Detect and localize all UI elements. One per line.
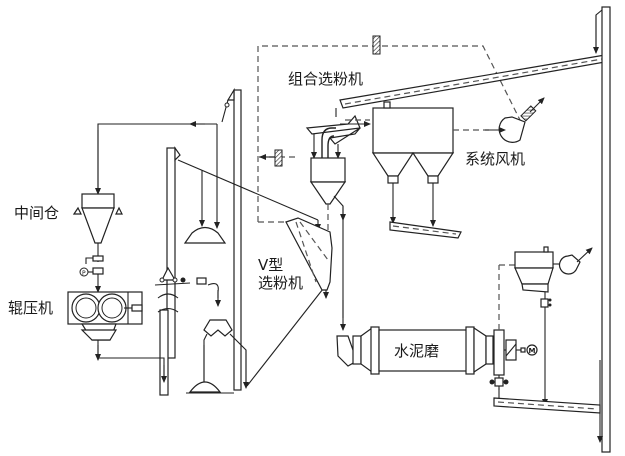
feeder-device[interactable] — [154, 266, 221, 307]
label-v-separator-line1: V型 — [258, 256, 283, 274]
label-intermediate-bin: 中间仓 — [14, 204, 59, 222]
label-v-separator-line2: 选粉机 — [258, 274, 303, 292]
roller-press[interactable] — [67, 291, 167, 383]
air-damper-top[interactable] — [372, 35, 381, 55]
bucket-elevator-left[interactable] — [95, 87, 242, 391]
bucket-elevator-middle[interactable] — [157, 146, 321, 396]
motor-icon — [526, 344, 538, 356]
air-slide-conveyor-bottom — [493, 397, 601, 414]
label-combined-separator: 组合选粉机 — [288, 70, 363, 88]
svg-text:M: M — [529, 347, 536, 355]
label-roller-press: 辊压机 — [8, 299, 53, 317]
combined-separator[interactable] — [305, 108, 361, 331]
svg-text:P: P — [82, 270, 86, 277]
intermediate-bin[interactable]: P — [72, 193, 123, 293]
splitter-chute[interactable] — [186, 279, 331, 394]
mill-dust-collector[interactable] — [498, 246, 554, 406]
label-system-fan: 系统风机 — [465, 150, 525, 168]
air-damper-left[interactable] — [274, 149, 283, 167]
gas-duct-loop — [257, 35, 521, 223]
v-separator[interactable] — [285, 217, 333, 299]
air-slide-conveyor-top — [339, 54, 606, 109]
cement-mill[interactable]: M — [336, 326, 538, 398]
bucket-elevator-right[interactable] — [593, 6, 611, 453]
system-fan[interactable] — [485, 97, 545, 143]
mill-fan[interactable] — [553, 247, 593, 275]
label-cement-mill: 水泥磨 — [394, 342, 439, 360]
bag-filter-dust-collector[interactable] — [371, 101, 462, 239]
